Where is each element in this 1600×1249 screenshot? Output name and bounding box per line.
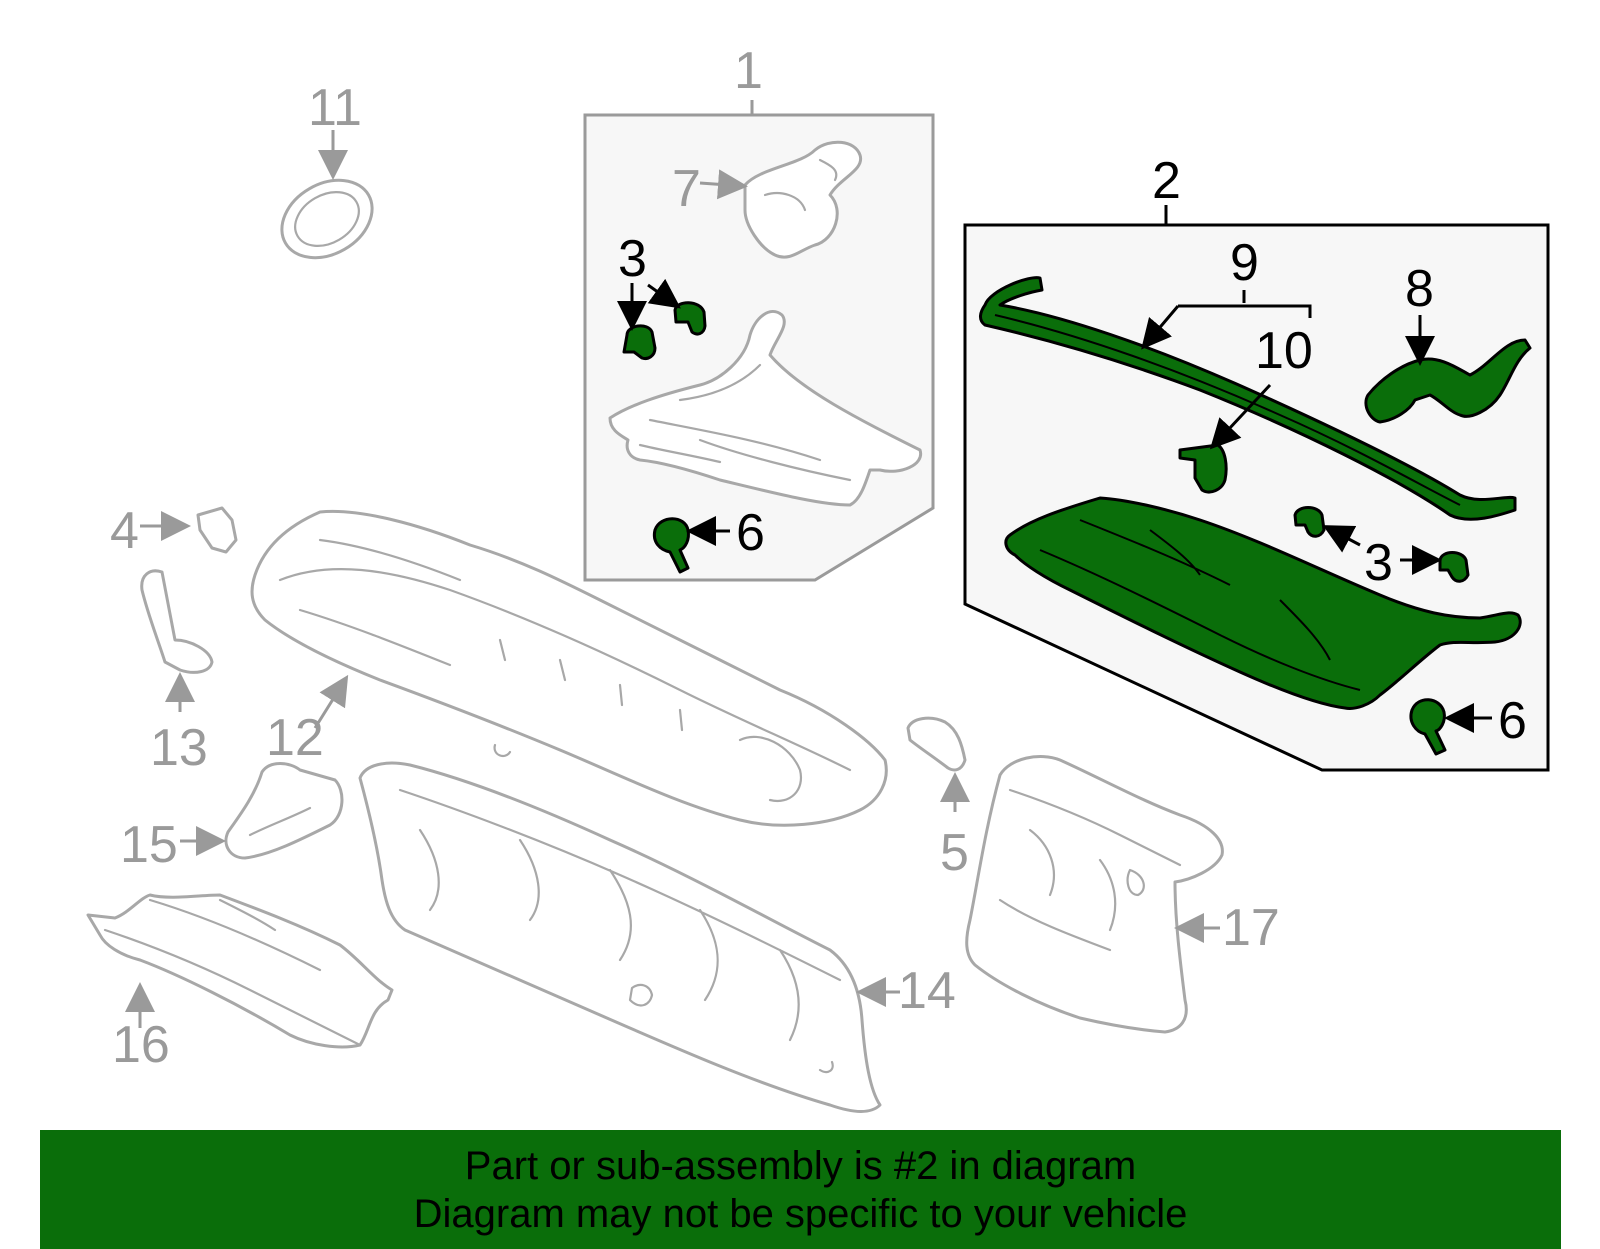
- callout-3b: 3: [1364, 534, 1393, 592]
- callout-9: 9: [1230, 234, 1259, 292]
- callout-17: 17: [1222, 899, 1280, 957]
- part-8-bracket: [1364, 315, 1532, 424]
- part-6-bolt-box2: [1409, 698, 1492, 756]
- part-3-clips-box1: [617, 278, 707, 360]
- callout-7: 7: [672, 160, 701, 218]
- banner-line-1: Part or sub-assembly is #2 in diagram: [464, 1143, 1137, 1188]
- part-16-reinforcement: [86, 893, 394, 1049]
- callout-12: 12: [266, 709, 324, 767]
- callout-6b: 6: [1498, 692, 1527, 750]
- callout-6a: 6: [736, 504, 765, 562]
- part-13-bracket: [140, 569, 214, 712]
- callout-14: 14: [898, 962, 956, 1020]
- callout-2: 2: [1152, 152, 1181, 210]
- callout-16: 16: [112, 1016, 170, 1074]
- part-10-clip: [1178, 383, 1272, 494]
- part-2-cowl-panel: [1004, 496, 1522, 710]
- part-7-bracket: [699, 140, 863, 259]
- part-1-cowl: [608, 310, 923, 507]
- callout-11: 11: [308, 79, 362, 137]
- part-15-bracket: [180, 762, 344, 860]
- callout-8: 8: [1405, 260, 1434, 318]
- callout-3a: 3: [618, 230, 647, 288]
- part-11-grommet: [280, 130, 374, 260]
- callout-4: 4: [110, 502, 139, 560]
- part-6-bolt-box1: [652, 516, 730, 574]
- part-4-bracket: [140, 506, 238, 554]
- callout-15: 15: [120, 816, 178, 874]
- callout-9-bracket: [1141, 290, 1312, 350]
- part-12-insulator: [250, 509, 888, 827]
- callout-5: 5: [940, 824, 969, 882]
- info-banner: Part or sub-assembly is #2 in diagram Di…: [40, 1130, 1561, 1249]
- part-5-bracket: [906, 716, 970, 812]
- part-9-weatherstrip: [979, 276, 1517, 521]
- callout-13: 13: [150, 719, 208, 777]
- callout-10: 10: [1255, 322, 1313, 380]
- banner-line-2: Diagram may not be specific to your vehi…: [413, 1191, 1188, 1236]
- part-3-clips-box2: [1293, 506, 1470, 583]
- callout-1: 1: [734, 42, 763, 100]
- part-17-side-panel: [965, 755, 1224, 1034]
- part-14-dash-panel: [358, 761, 900, 1113]
